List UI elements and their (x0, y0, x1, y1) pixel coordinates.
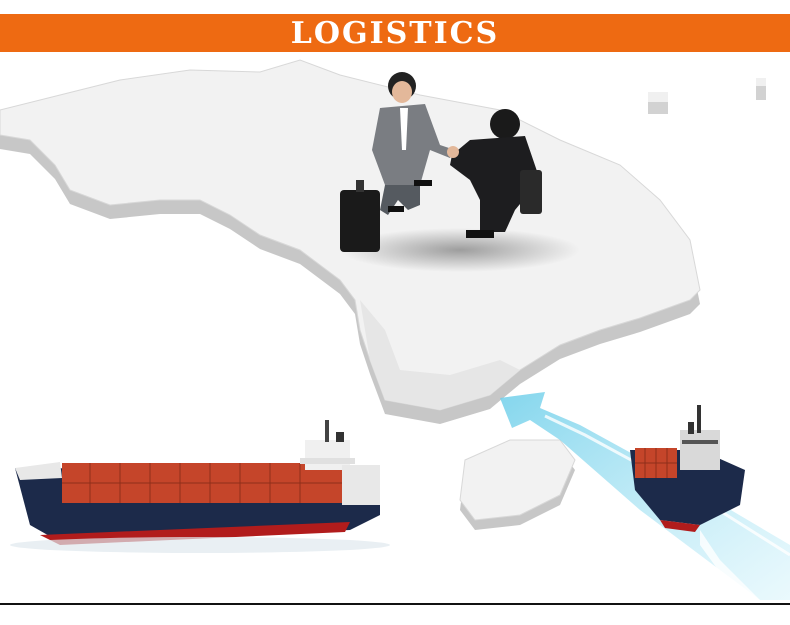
logistics-illustration (0, 59, 790, 600)
islets (648, 78, 766, 114)
title-banner: LOGISTICS (0, 14, 790, 52)
bottom-divider (0, 603, 790, 605)
island-jeju (459, 439, 576, 530)
container-ship-right (630, 405, 760, 600)
banner-title: LOGISTICS (290, 15, 500, 51)
businessmen-handshake (340, 72, 542, 252)
container-ship-left (10, 420, 390, 553)
